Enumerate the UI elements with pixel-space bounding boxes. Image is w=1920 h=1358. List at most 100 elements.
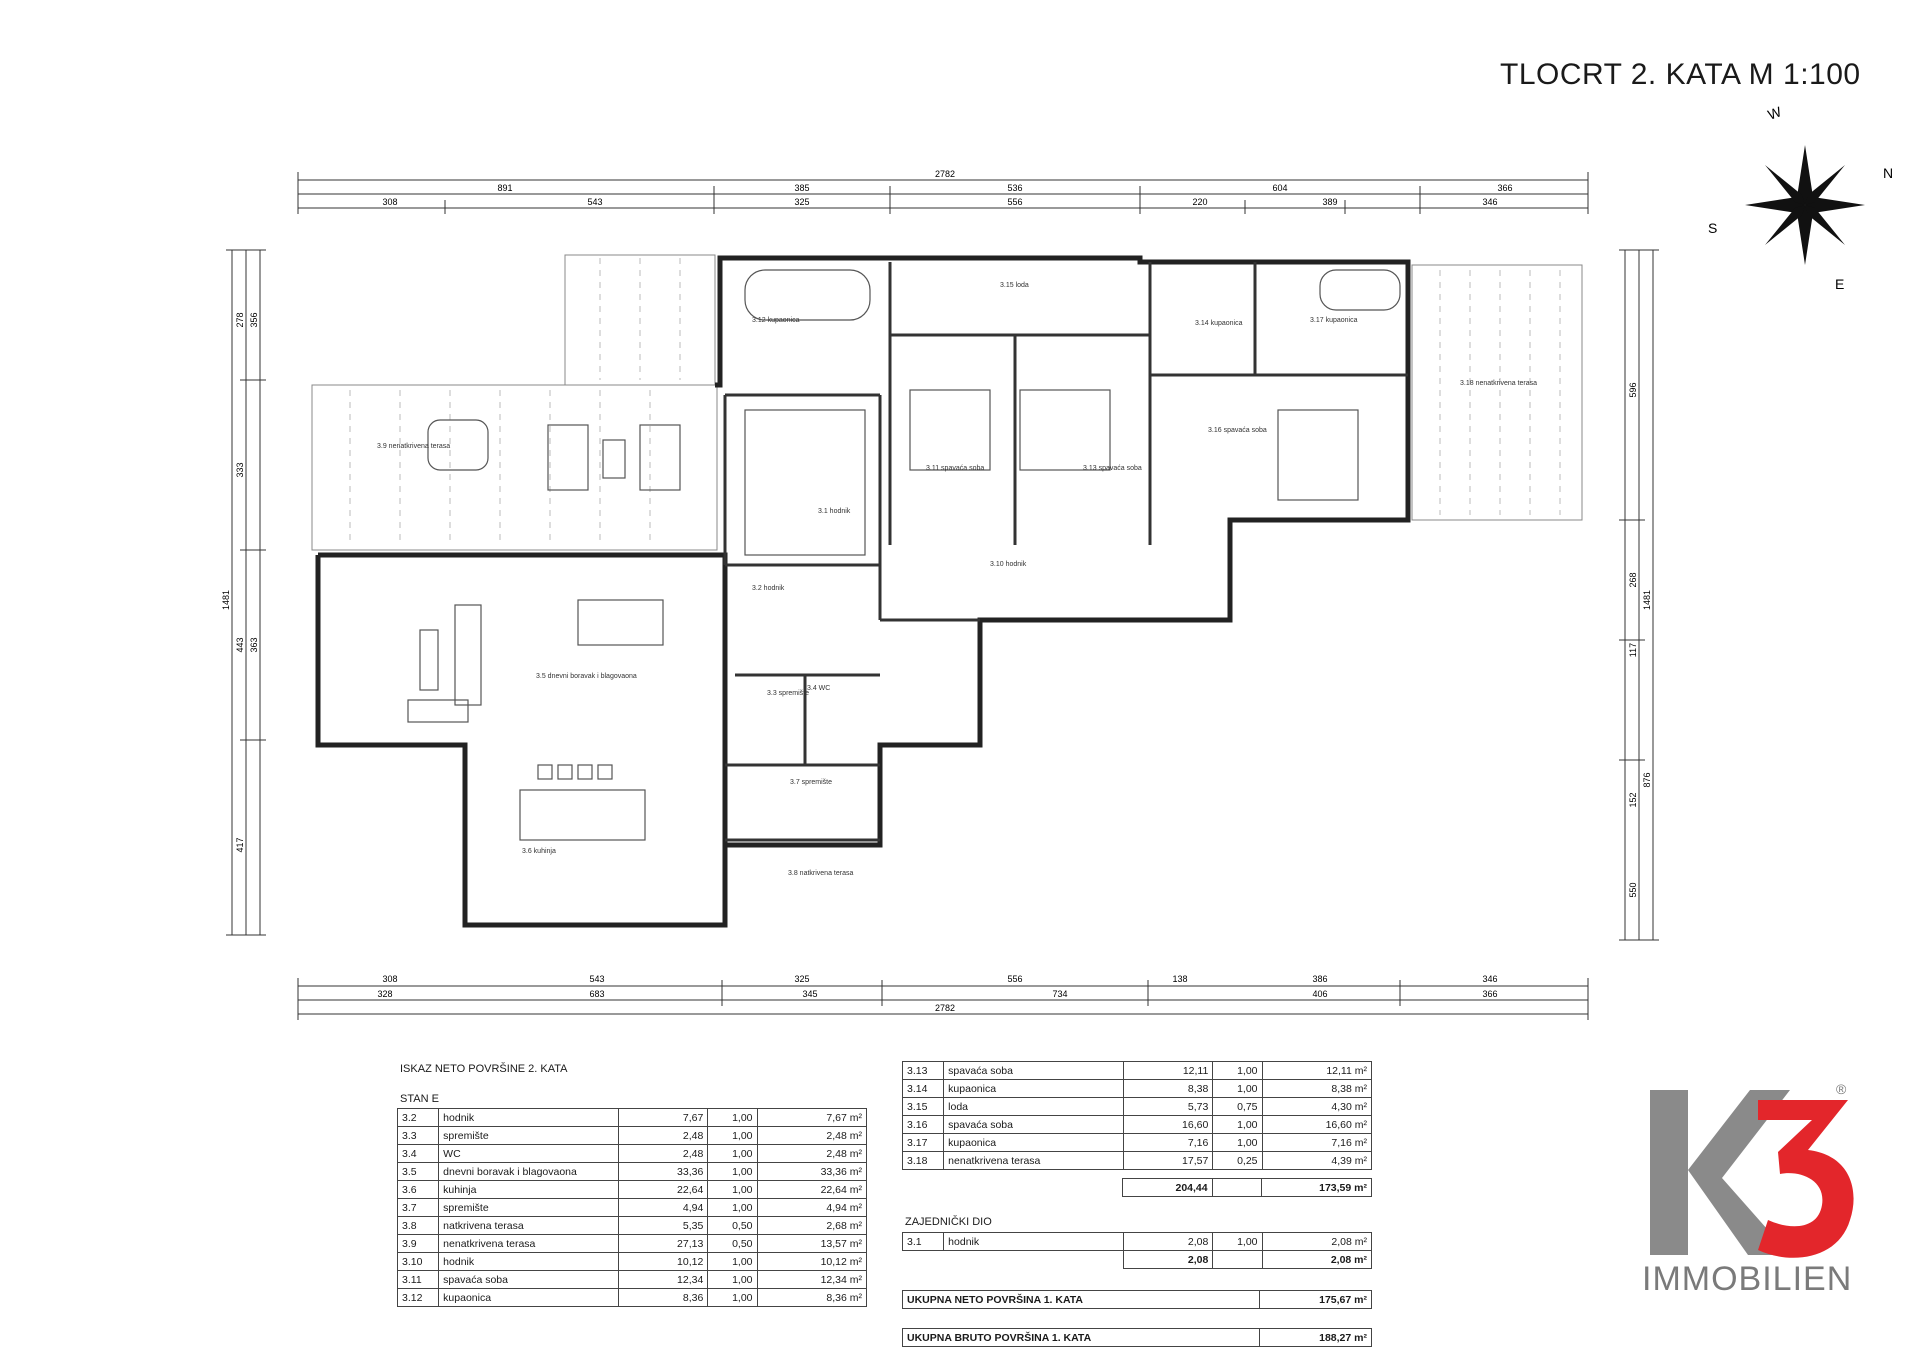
- room-label-3-17: 3.17 kupaonica: [1310, 317, 1358, 324]
- dim-bot-b4: 734: [1052, 989, 1067, 999]
- total-gross-value: 204,44: [1121, 1178, 1213, 1197]
- dim-bot-total: 2782: [935, 1003, 955, 1013]
- dim-top-1: 891: [497, 183, 512, 193]
- dim-left-5: 363: [249, 637, 259, 652]
- table-cell: 1,00: [707, 1162, 758, 1181]
- table-cell: 17,57: [1122, 1151, 1214, 1170]
- gross-total-label: UKUPNA BRUTO POVRŠINA 1. KATA: [901, 1328, 1261, 1347]
- table-cell: kupaonica: [438, 1288, 619, 1307]
- table-cell: 1,00: [707, 1252, 758, 1271]
- dim-bot-a5: 138: [1172, 974, 1187, 984]
- room-label-3-8: 3.8 natkrivena terasa: [788, 870, 853, 877]
- room-label-3-5: 3.5 dnevni boravak i blagovaona: [536, 673, 637, 680]
- compass-rose-icon: W N S E: [1708, 103, 1893, 292]
- cell: 1,00: [1212, 1232, 1263, 1251]
- dim-top-b7: 346: [1482, 197, 1497, 207]
- dim-top-4: 604: [1272, 183, 1287, 193]
- table-cell: 0,50: [707, 1234, 758, 1253]
- dim-left-2: 356: [249, 312, 259, 327]
- total-net-value: 173,59 m²: [1261, 1178, 1372, 1197]
- exterior-walls: [315, 255, 1411, 928]
- table-cell: 3.8: [396, 1216, 440, 1235]
- table-cell: 5,35: [617, 1216, 709, 1235]
- room-label-3-11: 3.11 spavaća soba: [926, 465, 984, 472]
- table-cell: 3.6: [396, 1180, 440, 1199]
- table-cell: 1,00: [707, 1270, 758, 1289]
- dim-bot-a4: 556: [1007, 974, 1022, 984]
- room-label-3-1: 3.1 hodnik: [818, 508, 851, 515]
- room-label-3-4: 3.4 WC: [807, 685, 830, 692]
- drawing-title: TLOCRT 2. KATA M 1:100: [1500, 58, 1861, 91]
- dim-bot-a3: 325: [794, 974, 809, 984]
- table-cell: 4,94 m²: [756, 1198, 868, 1217]
- table-cell: 1,00: [1212, 1115, 1263, 1134]
- table-cell: 3.14: [901, 1079, 945, 1098]
- room-label-3-10: 3.10 hodnik: [990, 561, 1027, 568]
- table-cell: kupaonica: [943, 1133, 1124, 1152]
- dim-top-b4: 556: [1007, 197, 1022, 207]
- table-cell: spavaća soba: [438, 1270, 619, 1289]
- table-cell: 3.9: [396, 1234, 440, 1253]
- table-cell: 3.16: [901, 1115, 945, 1134]
- table-cell: 1,00: [707, 1180, 758, 1199]
- cell: 3.1: [901, 1232, 945, 1251]
- dim-right-4: 876: [1642, 772, 1652, 787]
- room-label-3-7: 3.7 spremište: [790, 779, 832, 786]
- common-total-gross: 2,08: [1122, 1250, 1214, 1269]
- dim-top-b2: 543: [587, 197, 602, 207]
- dim-bot-b5: 406: [1312, 989, 1327, 999]
- dim-top-b1: 308: [382, 197, 397, 207]
- table-cell: spremište: [438, 1198, 619, 1217]
- room-label-3-15: 3.15 loda: [1000, 282, 1029, 289]
- dim-right-total: 1481: [1642, 590, 1652, 610]
- table-cell: 10,12: [617, 1252, 709, 1271]
- dim-left-3: 333: [235, 462, 245, 477]
- dim-bot-a1: 308: [382, 974, 397, 984]
- dim-bot-b2: 683: [589, 989, 604, 999]
- table-cell: 7,67: [617, 1108, 709, 1127]
- table-cell: 2,68 m²: [756, 1216, 868, 1235]
- table-cell: 12,34 m²: [756, 1270, 868, 1289]
- table-cell: 3.7: [396, 1198, 440, 1217]
- dimension-lines-left: [226, 249, 266, 936]
- room-label-3-18: 3.18 nenatkrivena terasa: [1460, 380, 1537, 387]
- table-cell: 8,36: [617, 1288, 709, 1307]
- table-cell: hodnik: [438, 1108, 619, 1127]
- table-cell: 8,38 m²: [1261, 1079, 1373, 1098]
- table-cell: 16,60 m²: [1261, 1115, 1373, 1134]
- gross-total-value: 188,27 m²: [1259, 1328, 1372, 1347]
- summary-gross: UKUPNA BRUTO POVRŠINA 1. KATA 188,27 m²: [901, 1328, 1372, 1347]
- logo-wordmark: IMMOBILIEN: [1642, 1260, 1853, 1298]
- table-cell: 7,67 m²: [756, 1108, 868, 1127]
- compass-n-label: N: [1883, 165, 1893, 181]
- dimension-lines-right: [1619, 249, 1659, 941]
- dim-bot-b3: 345: [802, 989, 817, 999]
- table-cell: 3.11: [396, 1270, 440, 1289]
- table-cell: 1,00: [707, 1144, 758, 1163]
- net-total-value: 175,67 m²: [1259, 1290, 1372, 1309]
- dim-right-6: 550: [1628, 882, 1638, 897]
- summary-net: UKUPNA NETO POVRŠINA 1. KATA 175,67 m²: [901, 1290, 1372, 1309]
- common-area-table: 3.1 hodnik 2,08 1,00 2,08 m² 2,08 2,08 m…: [901, 1232, 1373, 1269]
- room-label-3-16: 3.16 spavaća soba: [1208, 427, 1267, 434]
- table-cell: 3.2: [396, 1108, 440, 1127]
- table-cell: 3.12: [396, 1288, 440, 1307]
- table-cell: 0,50: [707, 1216, 758, 1235]
- table-cell: 3.15: [901, 1097, 945, 1116]
- table-row: 3.1 hodnik 2,08 1,00 2,08 m²: [901, 1232, 1373, 1251]
- dimension-lines-top: [297, 172, 1589, 214]
- table-cell: WC: [438, 1144, 619, 1163]
